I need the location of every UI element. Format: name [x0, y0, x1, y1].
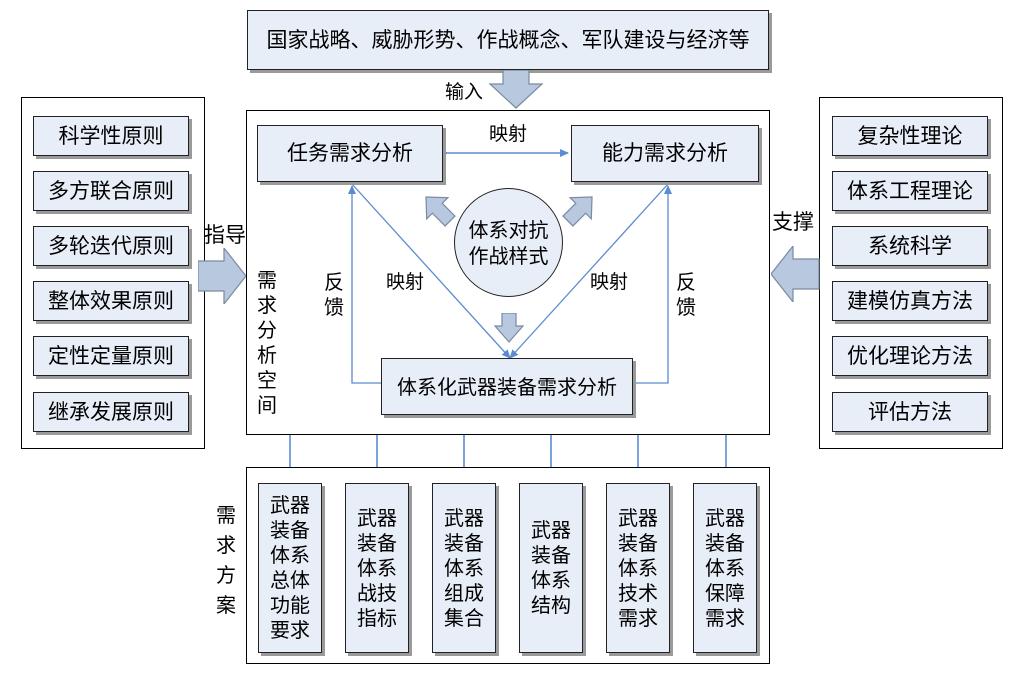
plan-item: 武器装备体系战技指标 — [345, 483, 409, 653]
plan-item: 武器装备体系结构 — [519, 483, 583, 653]
principle-item: 科学性原则 — [33, 116, 189, 156]
core-combat-pattern-circle: 体系对抗作战样式 — [454, 188, 563, 297]
guide-label: 指导 — [204, 223, 246, 247]
feedback-line-left — [348, 185, 381, 384]
feedback-line-right — [633, 185, 672, 384]
plans-panel — [246, 467, 770, 664]
task-analysis-box: 任务需求分析 — [257, 125, 443, 182]
core-text: 体系对抗作战样式 — [468, 217, 549, 268]
plan-item: 武器装备体系组成集合 — [432, 483, 496, 653]
top-input-box: 国家战略、威胁形势、作战概念、军队建设与经济等 — [247, 10, 769, 70]
plan-item: 武器装备体系技术需求 — [606, 483, 670, 653]
top-input-text: 国家战略、威胁形势、作战概念、军队建设与经济等 — [266, 27, 750, 52]
theory-item: 复杂性理论 — [832, 116, 988, 156]
mapping-label-top: 映射 — [489, 123, 528, 145]
theory-item: 评估方法 — [832, 392, 988, 432]
plan-item: 武器装备体系保障需求 — [693, 483, 757, 653]
input-label: 输入 — [445, 81, 484, 103]
capability-analysis-box: 能力需求分析 — [571, 125, 759, 182]
principle-item: 多轮迭代原则 — [33, 226, 189, 266]
core-arrow-up-right — [562, 196, 593, 227]
mapping-label-left: 映射 — [386, 271, 425, 293]
plan-item: 武器装备体系总体功能要求 — [258, 483, 322, 653]
theory-item: 系统科学 — [832, 226, 988, 266]
principle-item: 整体效果原则 — [33, 281, 189, 321]
theory-item: 建模仿真方法 — [832, 281, 988, 321]
core-arrow-up-left — [425, 196, 456, 227]
principle-item: 定性定量原则 — [33, 336, 189, 376]
mapping-line-right — [509, 175, 677, 359]
mapping-line-left — [343, 175, 511, 359]
guide-block-arrow — [198, 248, 247, 304]
plan-label: 需求方案 — [216, 503, 236, 617]
support-block-arrow — [771, 246, 820, 302]
feedback-label-right: 反馈 — [676, 270, 696, 319]
analysis-space-label: 需求分析空间 — [257, 268, 277, 417]
input-block-arrow — [488, 70, 544, 109]
principle-item: 多方联合原则 — [33, 171, 189, 211]
support-label: 支撑 — [772, 210, 814, 234]
analysis-space-frame — [246, 110, 770, 435]
feedback-label-left: 反馈 — [324, 270, 344, 319]
core-arrow-down — [494, 313, 524, 343]
mapping-label-right: 映射 — [590, 271, 629, 293]
theory-item: 体系工程理论 — [832, 171, 988, 211]
theory-item: 优化理论方法 — [832, 336, 988, 376]
equipment-analysis-box: 体系化武器装备需求分析 — [381, 358, 633, 415]
principle-item: 继承发展原则 — [33, 392, 189, 432]
